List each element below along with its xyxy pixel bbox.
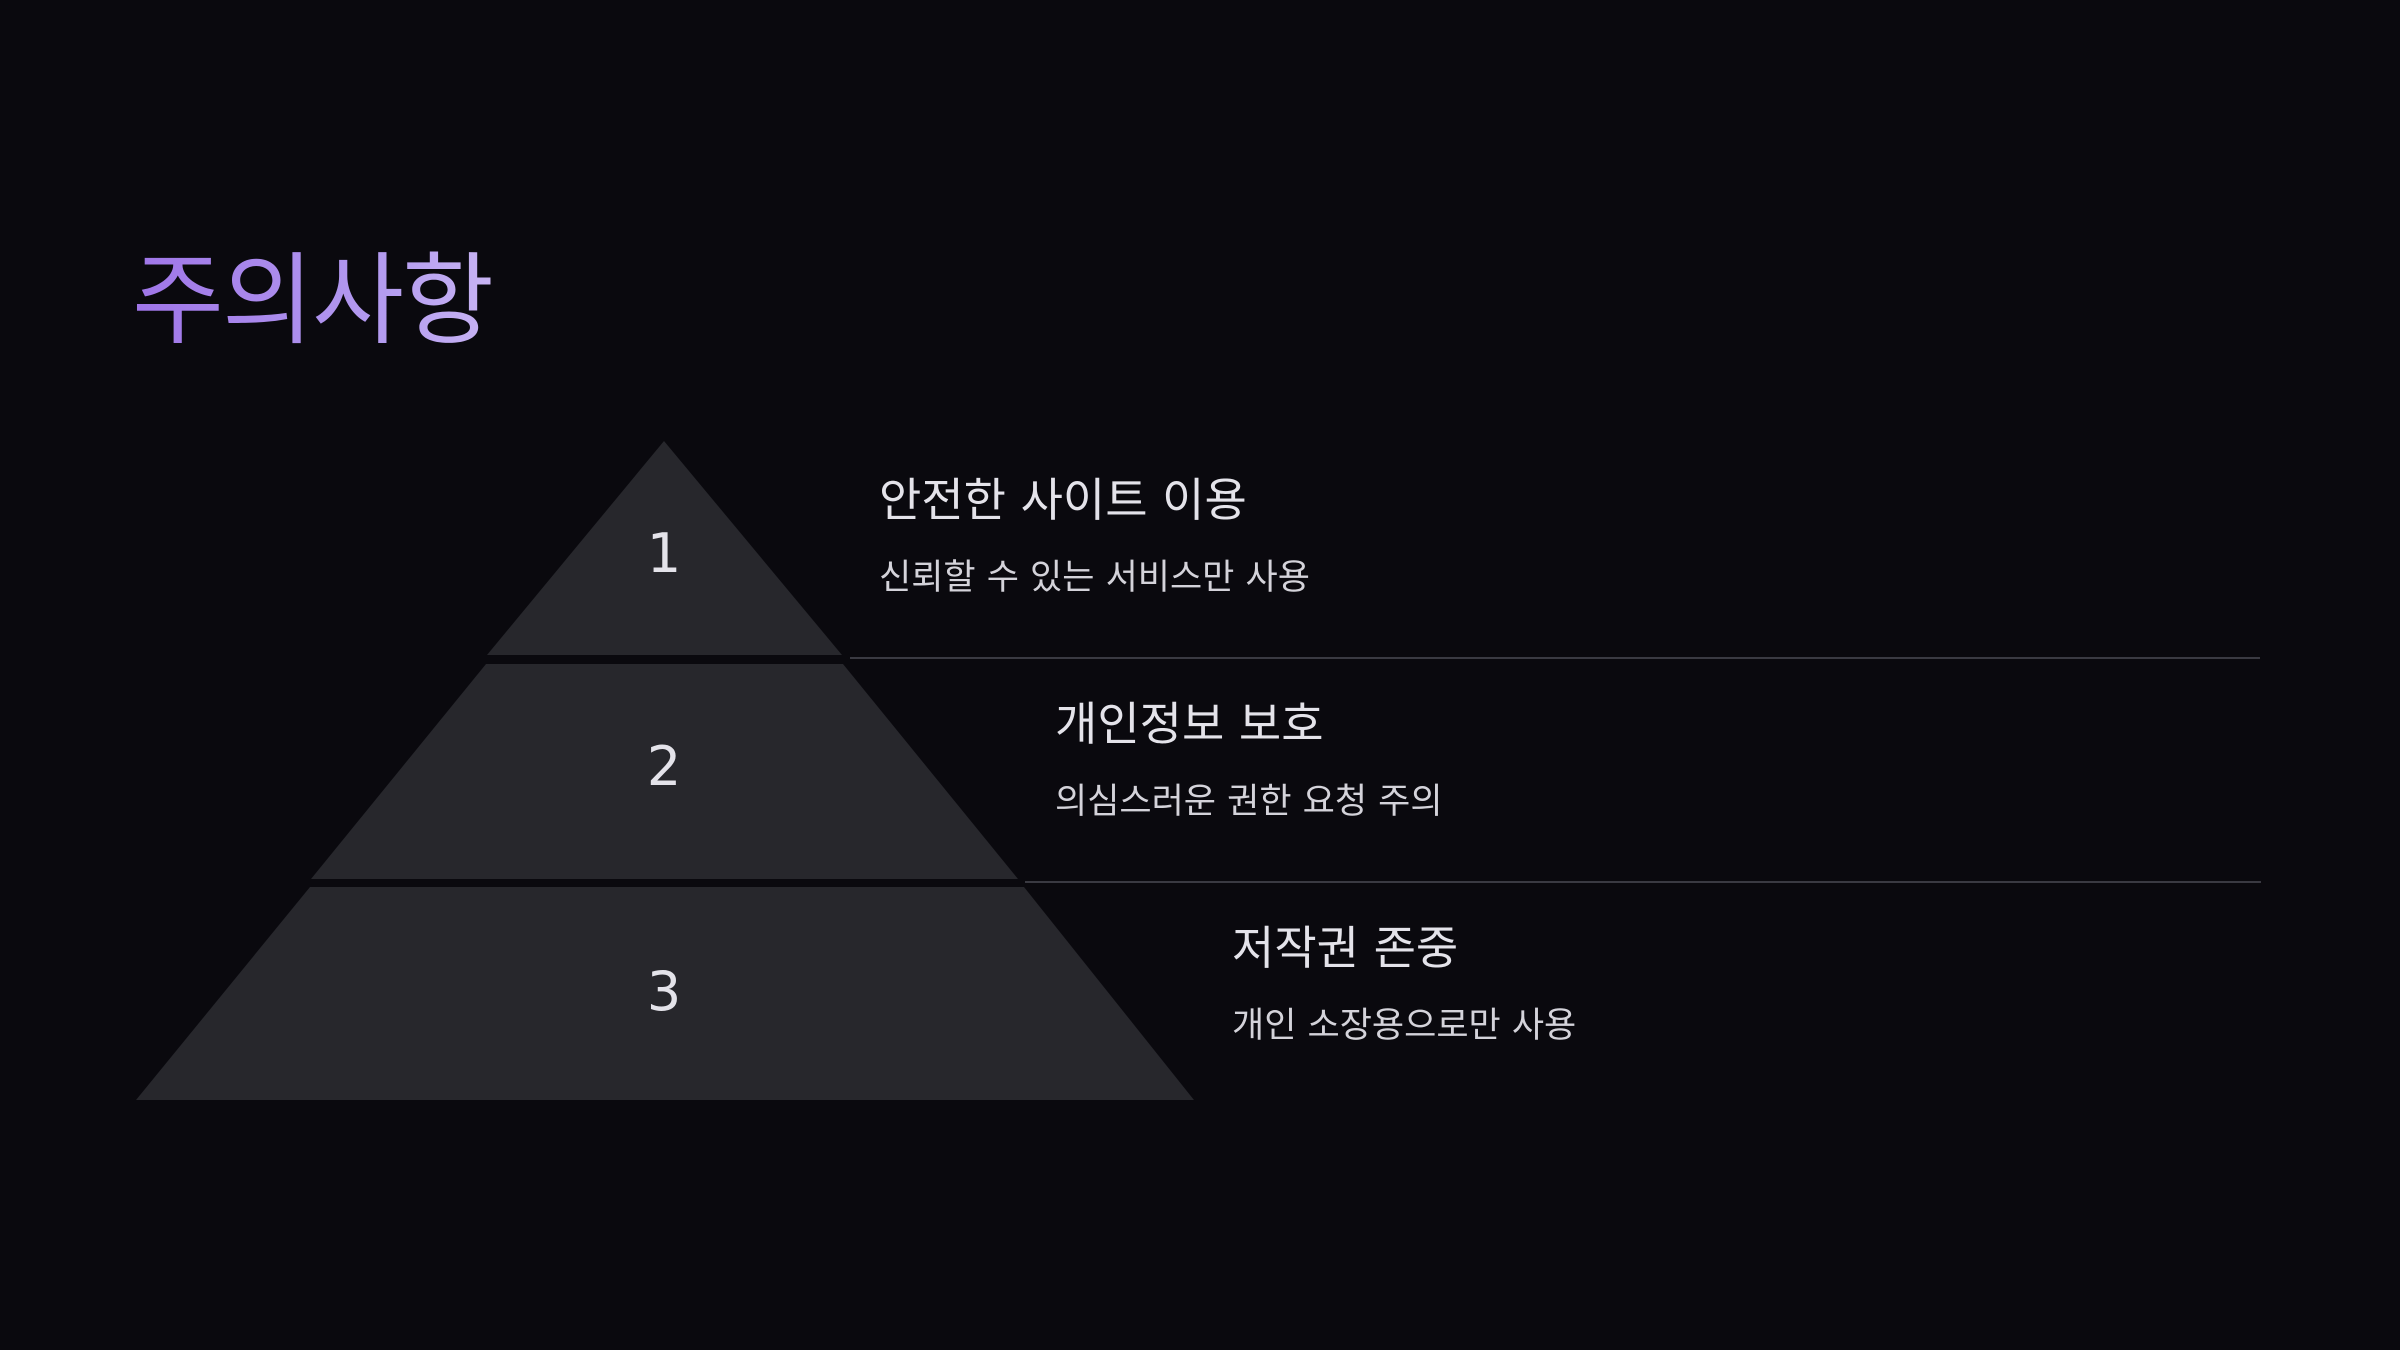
tier-3-text: 저작권 존중 개인 소장용으로만 사용 <box>1232 920 1576 1048</box>
tier-divider-1 <box>850 657 2260 659</box>
tier-2-description: 의심스러운 권한 요청 주의 <box>1055 782 1443 822</box>
tier-2-text: 개인정보 보호 의심스러운 권한 요청 주의 <box>1055 696 1443 824</box>
pyramid-tier-2 <box>311 664 1018 879</box>
tier-1-text: 안전한 사이트 이용 신뢰할 수 있는 서비스만 사용 <box>879 472 1310 600</box>
tier-3-heading: 저작권 존중 <box>1232 921 1459 975</box>
slide-title: 주의사항 <box>132 236 494 366</box>
tier-1-heading: 안전한 사이트 이용 <box>879 473 1247 527</box>
tier-3-number: 3 <box>647 960 681 1023</box>
tier-1-number: 1 <box>647 522 681 585</box>
tier-2-heading: 개인정보 보호 <box>1055 697 1324 751</box>
tier-2-number: 2 <box>647 735 681 798</box>
tier-divider-2 <box>1025 881 2261 883</box>
tier-1-description: 신뢰할 수 있는 서비스만 사용 <box>879 558 1310 598</box>
tier-3-description: 개인 소장용으로만 사용 <box>1232 1006 1577 1046</box>
pyramid-tier-1 <box>487 441 842 655</box>
pyramid-tier-3 <box>136 887 1194 1100</box>
